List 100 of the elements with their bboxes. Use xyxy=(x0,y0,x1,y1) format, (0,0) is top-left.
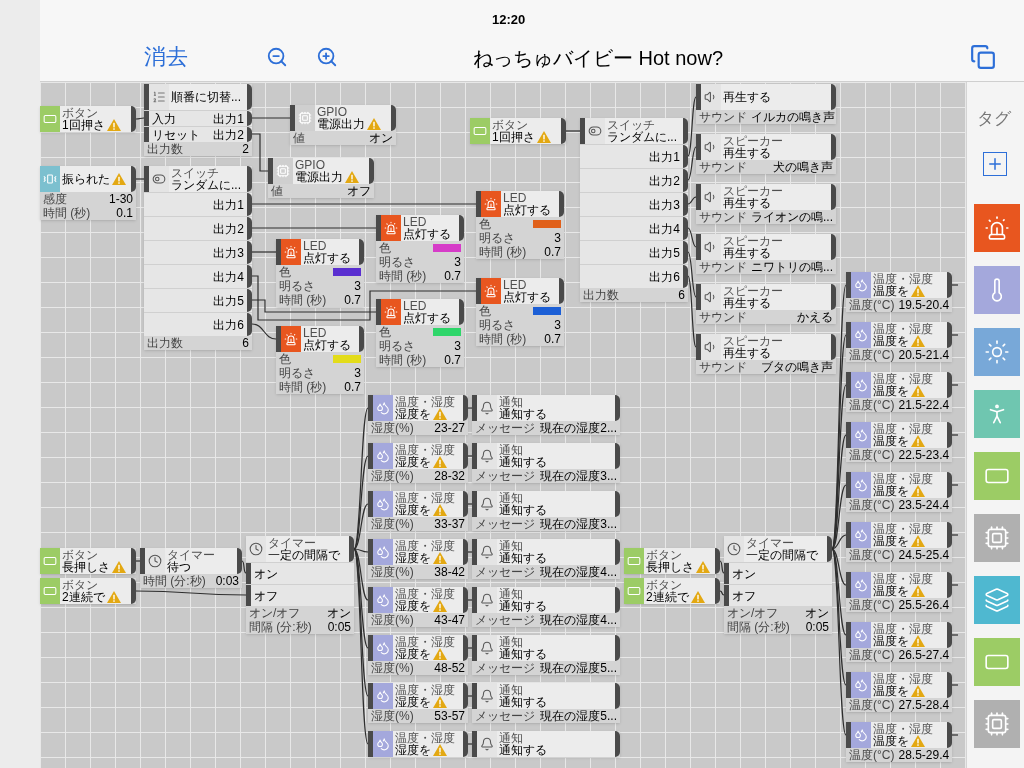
function-block xyxy=(846,372,952,412)
property-value: 0:05 xyxy=(805,620,829,634)
action-label: 電源出力 xyxy=(295,171,343,183)
connector-line xyxy=(135,117,145,120)
property-value: 1-30 xyxy=(108,192,133,206)
clear-button: 消去 xyxy=(144,44,188,70)
property-value: 53-57 xyxy=(434,709,465,723)
port-label: 出力3 xyxy=(649,197,681,212)
category-label: 温度・湿度 xyxy=(395,444,456,456)
function-block xyxy=(368,683,468,723)
connector-line xyxy=(951,384,959,386)
function-block xyxy=(472,539,620,579)
function-block xyxy=(472,635,620,675)
property-value: 現在の湿度4... xyxy=(540,613,617,627)
category-label: 温度・湿度 xyxy=(873,573,934,585)
connector-line xyxy=(353,548,369,553)
port-label: 出力4 xyxy=(649,221,681,236)
property-label: 温度(°C) xyxy=(849,598,895,612)
property-label: 温度(°C) xyxy=(849,698,895,712)
connector-line xyxy=(951,334,959,336)
port-label: 出力2 xyxy=(649,173,681,188)
action-label: 湿度を xyxy=(395,648,431,660)
property-value: 20.5-21.4 xyxy=(898,348,950,362)
function-block xyxy=(290,105,396,145)
property-label: サウンド xyxy=(699,110,747,124)
title: ねっちゅバイビー Hot now? xyxy=(471,46,725,70)
connector-line xyxy=(467,743,473,745)
property-value: 0.7 xyxy=(444,353,461,367)
property-value: 現在の湿度3... xyxy=(540,517,617,531)
function-block xyxy=(368,539,468,579)
action-label: 点灯する xyxy=(303,339,351,351)
action-label: 湿度を xyxy=(395,696,431,708)
connector-line xyxy=(831,548,847,586)
property-value: 19.5-20.4 xyxy=(898,298,950,312)
property-value: 27.5-28.4 xyxy=(898,698,950,712)
function-block xyxy=(368,587,468,627)
property-label: オン/オフ xyxy=(249,606,301,620)
category-label: 通知 xyxy=(499,732,523,744)
property-label: 温度(°C) xyxy=(849,648,895,662)
category-label: 通知 xyxy=(499,444,523,456)
property-label: メッセージ xyxy=(475,661,535,675)
category-label: 温度・湿度 xyxy=(873,473,934,485)
category-label: 通知 xyxy=(499,684,523,696)
category-label: 通知 xyxy=(499,588,523,600)
function-block xyxy=(472,443,620,483)
property-value: 0.7 xyxy=(344,293,361,307)
action-label: 1回押さ xyxy=(62,119,105,131)
connector-line xyxy=(135,560,141,562)
category-label: LED xyxy=(403,300,427,312)
connector-line xyxy=(831,484,847,550)
category-label: LED xyxy=(303,240,327,252)
function-block xyxy=(472,587,620,627)
function-block xyxy=(376,299,464,367)
category-label: ボタン xyxy=(62,579,99,591)
property-label: 時間 (分:秒) xyxy=(143,574,206,588)
property-label: メッセージ xyxy=(475,469,535,483)
category-label: 温度・湿度 xyxy=(873,373,934,385)
property-value: 3 xyxy=(554,231,561,245)
connector-line xyxy=(353,503,369,550)
category-label: 温度・湿度 xyxy=(873,523,934,535)
category-label: ボタン xyxy=(62,107,99,119)
category-label: 温度・湿度 xyxy=(395,396,456,408)
property-value: 28-32 xyxy=(434,469,465,483)
function-block xyxy=(40,578,136,604)
action-label: 通知する xyxy=(499,456,547,468)
property-label: 色 xyxy=(379,241,391,255)
function-block xyxy=(368,491,468,531)
property-label: サウンド xyxy=(699,210,747,224)
property-value: 現在の湿度5... xyxy=(540,709,617,723)
function-block xyxy=(696,234,836,274)
function-block xyxy=(376,215,464,283)
port-label: オフ xyxy=(253,588,278,603)
function-block xyxy=(268,158,374,198)
property-label: 温度(°C) xyxy=(849,448,895,462)
connector-line xyxy=(467,647,473,649)
action-label: 再生する xyxy=(723,91,771,103)
connector-line xyxy=(831,534,847,550)
connector-line xyxy=(951,434,959,436)
property-label: 温度(°C) xyxy=(849,548,895,562)
connector-line xyxy=(951,684,959,686)
action-label: 振られた xyxy=(62,173,110,185)
port-label: オフ xyxy=(731,588,756,603)
category-label: ボタン xyxy=(646,549,683,561)
category-label: スピーカー xyxy=(723,135,784,147)
port-label: オン xyxy=(731,566,756,581)
action-label: 湿度を xyxy=(395,456,431,468)
property-value: オフ xyxy=(347,184,371,198)
property-value: ニワトリの鳴... xyxy=(751,260,833,274)
function-block xyxy=(696,84,836,124)
property-label: 温度(°C) xyxy=(849,348,895,362)
function-block xyxy=(368,395,468,435)
action-label: 湿度を xyxy=(395,552,431,564)
port-label: 出力1 xyxy=(649,149,681,164)
category-label: LED xyxy=(303,327,327,339)
function-block xyxy=(144,84,252,156)
property-label: メッセージ xyxy=(475,517,535,531)
property-value: 24.5-25.4 xyxy=(898,548,950,562)
property-value: 3 xyxy=(354,366,361,380)
action-label: 温度を xyxy=(873,385,909,397)
category-label: 温度・湿度 xyxy=(873,323,934,335)
